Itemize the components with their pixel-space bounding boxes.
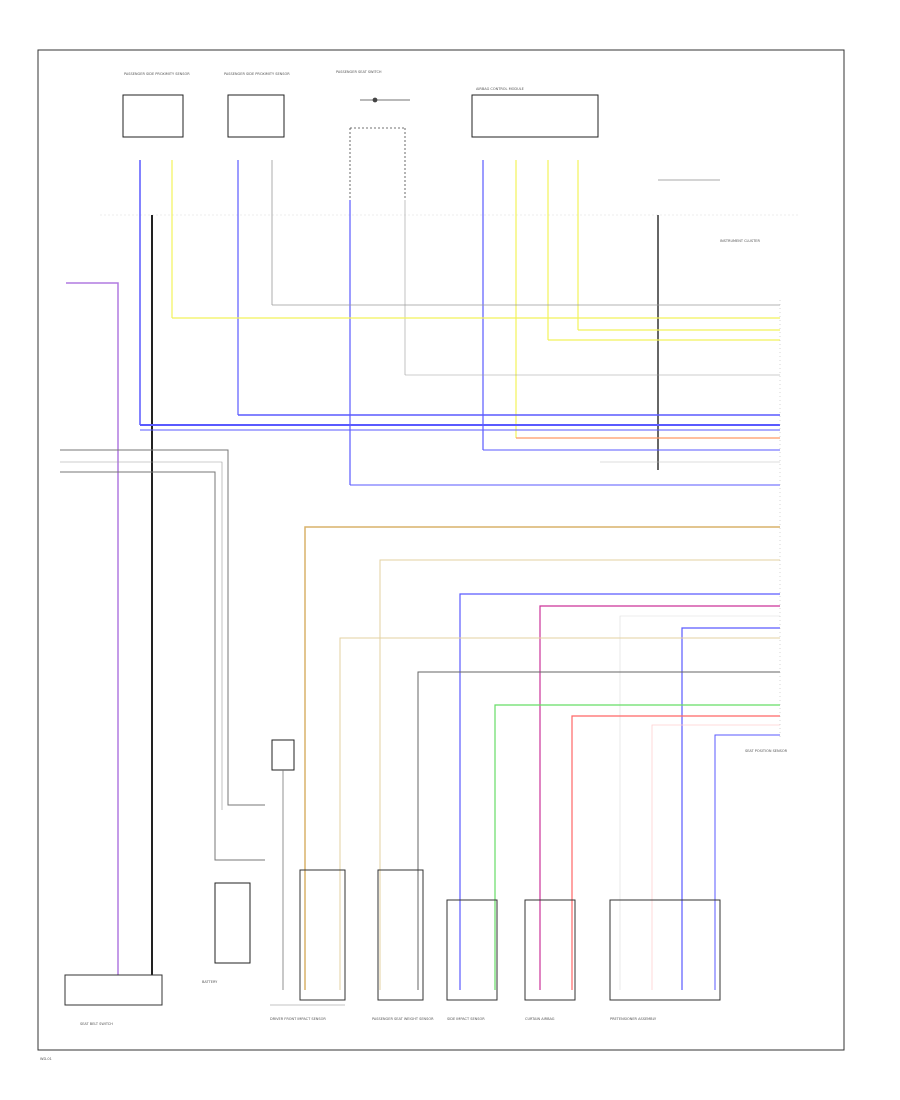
wire-blue-lower-1 <box>459 593 780 990</box>
label-battery: BATTERY <box>202 980 218 984</box>
component-pdr-sensor <box>227 94 285 138</box>
wire-tan-1 <box>304 526 780 990</box>
diagram-frame <box>37 49 845 1051</box>
wire-gray-lower-1 <box>619 615 780 990</box>
label-curtain: CURTAIN AIRBAG <box>525 1017 555 1021</box>
label-passenger-seat: PASSENGER SEAT WEIGHT SENSOR <box>372 1017 434 1021</box>
connector-passenger-seat <box>377 869 424 1001</box>
wire-blue-lower-2 <box>681 627 780 990</box>
component-pdl-sensor <box>122 94 184 138</box>
wire-tan-3 <box>339 637 780 990</box>
component-seat-switch <box>349 97 410 200</box>
wire-gray-left-3 <box>60 471 265 861</box>
wire-gray-lower-2 <box>417 671 780 990</box>
connector-side-impact <box>446 899 498 1001</box>
label-airbag-control-module: AIRBAG CONTROL MODULE <box>476 87 524 91</box>
wire-gray-left-2 <box>60 461 223 810</box>
label-seat-switch: PASSENGER SEAT SWITCH <box>336 70 382 74</box>
component-battery <box>214 882 251 964</box>
label-pdl-sensor: PASSENGER SIDE PROXIMITY SENSOR <box>124 72 190 76</box>
label-driver-front: DRIVER FRONT IMPACT SENSOR <box>270 1017 326 1021</box>
connector-curtain <box>524 899 576 1001</box>
wire-magenta <box>539 605 780 990</box>
wire-tan-2 <box>379 559 780 990</box>
connector-acm-lower <box>299 869 346 1001</box>
label-side-impact: SIDE IMPACT SENSOR <box>447 1017 485 1021</box>
connector-pretensioner <box>609 899 721 1001</box>
label-pretensioner: PRETENSIONER ASSEMBLY <box>610 1017 657 1021</box>
wire-gray-left-1 <box>60 449 265 806</box>
label-instrument-cluster: INSTRUMENT CLUSTER <box>720 239 760 243</box>
wire-green <box>494 704 780 990</box>
label-seat-belt-switch: SEAT BELT SWITCH <box>80 1022 113 1026</box>
label-seat-position-sensor: SEAT POSITION SENSOR <box>745 749 788 753</box>
component-indicator <box>271 739 295 771</box>
wire-red <box>571 715 780 990</box>
wire-blue-lower-3 <box>714 734 780 990</box>
wire-pink <box>651 724 780 990</box>
component-airbag-control-module <box>471 94 599 138</box>
footer-code: WD-01 <box>40 1057 52 1061</box>
connector-seat-belt <box>64 974 163 1006</box>
label-pdr-sensor: PASSENGER SIDE PROXIMITY SENSOR <box>224 72 290 76</box>
wire-violet <box>66 282 119 975</box>
